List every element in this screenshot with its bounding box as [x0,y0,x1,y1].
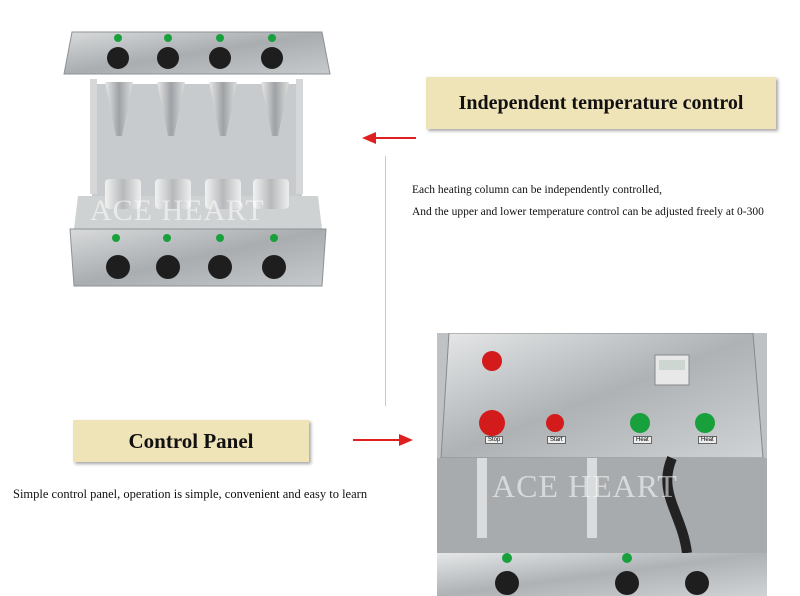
watermark-top: ACE HEART [90,194,265,227]
cone-machine-photo: ACE HEART [60,24,335,299]
caption-line-2: And the upper and lower temperature cont… [412,206,764,218]
cone-machine-illustration [63,31,331,287]
watermark-bottom: ACE HEART [492,468,678,504]
arrow-left-icon [362,132,416,144]
panel-label-stop: Stop [485,436,504,444]
banner-control-panel: Control Panel [73,420,309,462]
caption-line-1: Each heating column can be independently… [412,184,663,196]
control-panel-photo: Stop Start Heat Heat ACE HEART [437,333,767,596]
banner-temperature-control: Independent temperature control [426,77,776,129]
control-panel-illustration [437,333,767,596]
panel-label-start: Start [547,436,566,444]
caption-control-panel: Simple control panel, operation is simpl… [13,487,368,501]
panel-label-heat-2: Heat [698,436,717,444]
panel-label-heat-1: Heat [633,436,652,444]
divider-line [385,156,386,406]
arrow-right-icon [353,434,413,446]
